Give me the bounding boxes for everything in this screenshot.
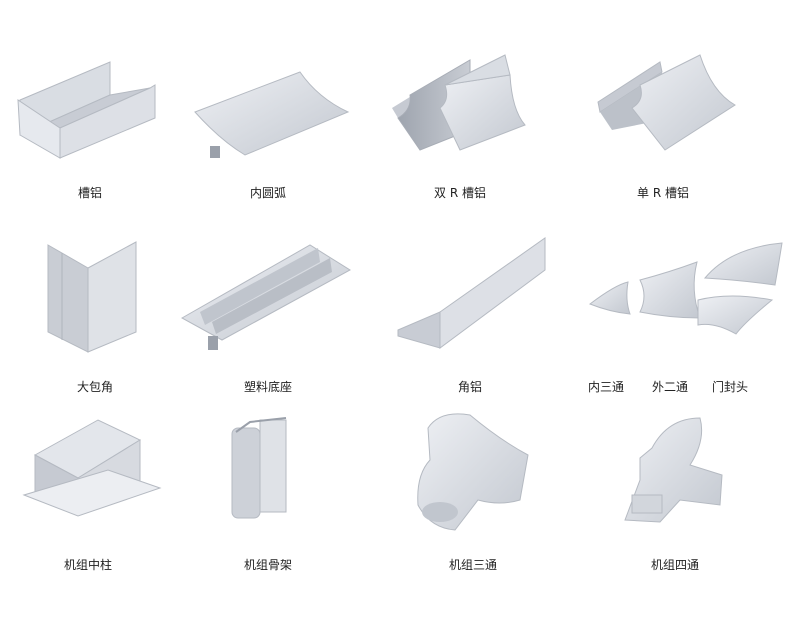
ji-zu-zhong-zhu-image [22,419,162,517]
ji-zu-san-tong-image [417,413,529,531]
cao-lv-channel-image [17,61,156,159]
label-dan-r-cao-lv: 单 R 槽铝 [637,186,689,200]
label-ji-zu-si-tong: 机组四通 [650,558,700,572]
jiao-lv-angle-image [397,237,546,349]
label-shuang-r-cao-lv: 双 R 槽铝 [434,186,486,200]
da-bao-jiao-corner-image [47,241,137,353]
label-men-feng-tou: 门封头 [712,380,749,394]
label-cao-lv: 槽铝 [77,186,103,200]
ji-zu-si-tong-image [624,417,723,523]
shuang-r-cao-lv-image [392,54,526,151]
connectors-image [588,242,783,335]
label-ji-zu-san-tong: 机组三通 [448,558,498,572]
dan-r-cao-lv-image [597,54,736,151]
label-ji-zu-zhong-zhu: 机组中柱 [63,558,113,572]
label-wai-er-tong: 外二通 [652,380,689,394]
label-da-bao-jiao: 大包角 [76,380,114,394]
label-jiao-lv: 角铝 [457,380,483,394]
label-nei-yuan-hu: 内圆弧 [249,186,287,200]
label-ji-zu-gu-jia: 机组骨架 [243,558,293,572]
label-nei-san-tong: 内三通 [588,380,625,394]
label-su-liao-di-zuo: 塑料底座 [243,380,293,394]
ji-zu-gu-jia-image [231,417,287,519]
su-liao-di-zuo-image [180,244,351,350]
nei-yuan-hu-cove-image [194,71,350,158]
